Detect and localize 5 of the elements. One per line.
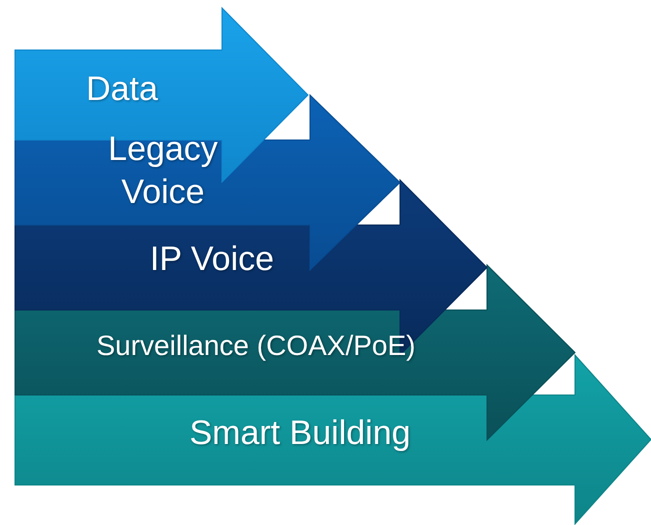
arrow-label: Legacy Voice [107, 129, 219, 212]
arrow-label: IP Voice [148, 239, 276, 280]
arrow-label: Surveillance (COAX/PoE) [95, 329, 416, 363]
arrow-label: Smart Building [188, 413, 412, 454]
arrow-label: Data [85, 69, 159, 110]
